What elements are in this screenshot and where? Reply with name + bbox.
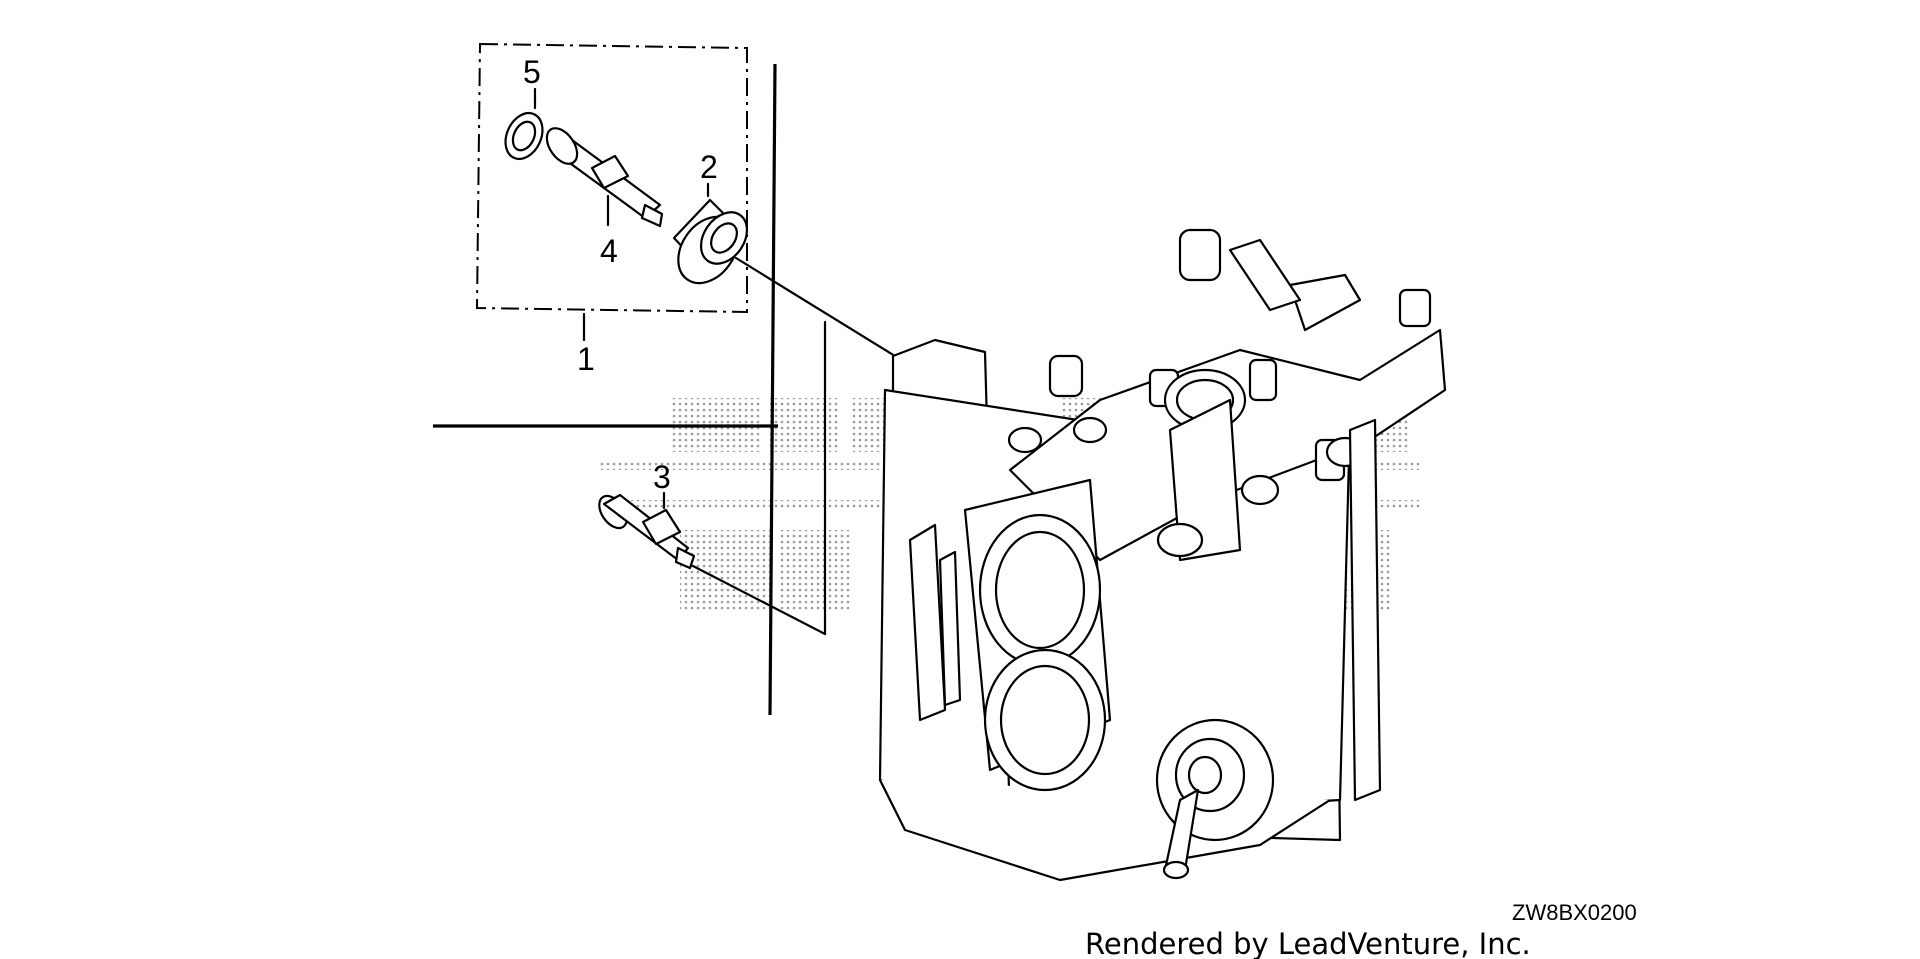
callout-part-1: 1: [577, 341, 595, 377]
oil-seal-ring: [504, 111, 544, 161]
gear-shaft: [545, 127, 664, 228]
diagram-code: ZW8BX0200: [1512, 900, 1637, 925]
engine-block: [878, 228, 1447, 882]
callout-part-3: 3: [653, 459, 671, 495]
gear-wheel: [672, 198, 749, 285]
render-credit: Rendered by LeadVenture, Inc.: [1085, 927, 1531, 959]
callout-part-2: 2: [700, 149, 718, 185]
callout-part-4: 4: [600, 233, 618, 269]
leader-line: [691, 564, 827, 636]
reference-line: [768, 63, 777, 716]
leader-line: [734, 256, 897, 358]
kit-box: [475, 42, 748, 342]
drive-shaft: [598, 493, 696, 570]
callout-part-5: 5: [523, 54, 541, 90]
